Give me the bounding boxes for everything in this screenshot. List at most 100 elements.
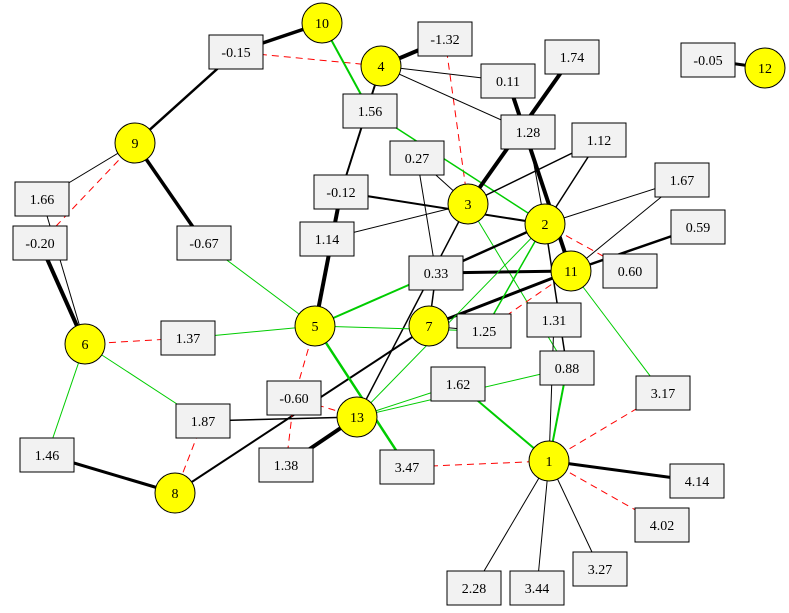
weight-box-w15: 0.59 (670, 209, 726, 245)
weight-label: 1.56 (358, 105, 383, 120)
node-circle (114, 122, 156, 164)
edge-n3-n13 (356, 203, 469, 418)
weight-box-w12: -0.20 (12, 225, 68, 261)
node-8: 8 (154, 472, 196, 514)
weight-label: -1.32 (430, 33, 459, 48)
weight-box-w21: 0.88 (539, 350, 595, 386)
weight-box-rect (299, 221, 355, 257)
edge-n13-n2 (356, 223, 546, 418)
weight-box-rect (12, 225, 68, 261)
weight-box-rect (175, 403, 231, 439)
weight-box-rect (389, 140, 445, 176)
weight-box-rect (509, 570, 565, 606)
node-10: 10 (301, 2, 343, 44)
node-5: 5 (294, 305, 336, 347)
node-2: 2 (524, 203, 566, 245)
weight-label: 1.46 (35, 449, 60, 464)
weight-label: 0.60 (618, 265, 643, 280)
weight-box-w23: 3.17 (635, 375, 691, 411)
weight-label: -0.12 (326, 186, 355, 201)
weight-label: -0.67 (189, 237, 218, 252)
weight-box-rect (258, 447, 314, 483)
weight-box-w11: -0.12 (313, 174, 369, 210)
edge-w18-n1 (548, 319, 555, 462)
node-11: 11 (550, 250, 592, 292)
weight-label: 1.38 (274, 459, 299, 474)
edge-n5-w20 (314, 325, 485, 332)
weight-label: 0.27 (405, 152, 430, 167)
weight-box-rect (379, 449, 435, 485)
weight-box-w10: 1.67 (654, 162, 710, 198)
node-3: 3 (447, 183, 489, 225)
weight-label: -0.60 (279, 392, 308, 407)
weight-box-w19: 1.37 (160, 320, 216, 356)
node-label: 9 (132, 137, 139, 152)
node-circle (447, 183, 489, 225)
node-label: 12 (758, 62, 772, 77)
weight-label: 1.67 (670, 174, 695, 189)
node-label: 8 (172, 487, 179, 502)
node-label: 3 (465, 198, 472, 213)
node-circle (744, 47, 786, 89)
weight-label: 1.74 (560, 51, 585, 66)
weight-box-rect (634, 507, 690, 543)
weight-label: 1.37 (176, 332, 201, 347)
edge-n2-w20 (483, 223, 546, 332)
node-circle (408, 305, 450, 347)
weight-box-w28: 3.47 (379, 449, 435, 485)
node-1: 1 (528, 440, 570, 482)
weight-box-rect (430, 366, 486, 402)
weight-box-w18: 1.31 (526, 302, 582, 338)
node-circle (154, 472, 196, 514)
weight-label: -0.15 (221, 46, 250, 61)
edge-w4-n11 (506, 80, 573, 272)
edge-n1-w32 (473, 460, 550, 589)
weight-box-rect (176, 225, 232, 261)
node-7: 7 (408, 305, 450, 347)
weight-box-w5: 1.56 (342, 93, 398, 129)
weight-box-rect (539, 350, 595, 386)
weight-box-w24: -0.60 (266, 380, 322, 416)
weight-box-w22: 1.62 (430, 366, 486, 402)
node-label: 1 (546, 455, 553, 470)
node-label: 11 (564, 265, 577, 280)
node-circle (524, 203, 566, 245)
weight-label: 1.31 (542, 314, 567, 329)
edge-n4-w11 (340, 65, 382, 193)
weight-box-w27: 1.38 (258, 447, 314, 483)
weight-box-w16: 0.33 (408, 255, 464, 291)
edge-n11-w23 (570, 270, 664, 394)
node-circle (336, 396, 378, 438)
weight-box-layer: -0.15-1.321.74-0.050.111.561.281.120.271… (12, 21, 736, 606)
weight-box-rect (160, 320, 216, 356)
node-circle (528, 440, 570, 482)
weight-label: 1.62 (446, 378, 471, 393)
weight-box-rect (571, 122, 627, 158)
edge-n11-n7 (428, 269, 572, 328)
weight-label: 1.25 (472, 325, 497, 340)
weight-box-rect (500, 114, 556, 150)
node-label: 4 (378, 60, 385, 75)
weight-box-rect (313, 174, 369, 210)
weight-label: 4.14 (685, 475, 710, 490)
weight-label: 1.14 (315, 233, 340, 248)
weight-box-rect (417, 21, 473, 57)
edge-n2-w21 (544, 223, 568, 369)
weight-label: 0.11 (496, 75, 520, 90)
weight-box-w13: 1.14 (299, 221, 355, 257)
weight-label: 1.87 (191, 415, 216, 430)
weight-label: 0.33 (424, 267, 449, 282)
node-circle (550, 250, 592, 292)
weight-box-rect (669, 463, 725, 499)
weight-box-w1: -1.32 (417, 21, 473, 57)
edge-n5-w28 (313, 325, 409, 468)
node-label: 6 (82, 338, 89, 353)
weight-box-w0: -0.15 (208, 34, 264, 70)
weight-label: 1.28 (516, 126, 541, 141)
edge-w1-n3 (444, 38, 469, 205)
weight-box-w30: 4.02 (634, 507, 690, 543)
weight-box-rect (14, 181, 70, 217)
weight-box-rect (208, 34, 264, 70)
